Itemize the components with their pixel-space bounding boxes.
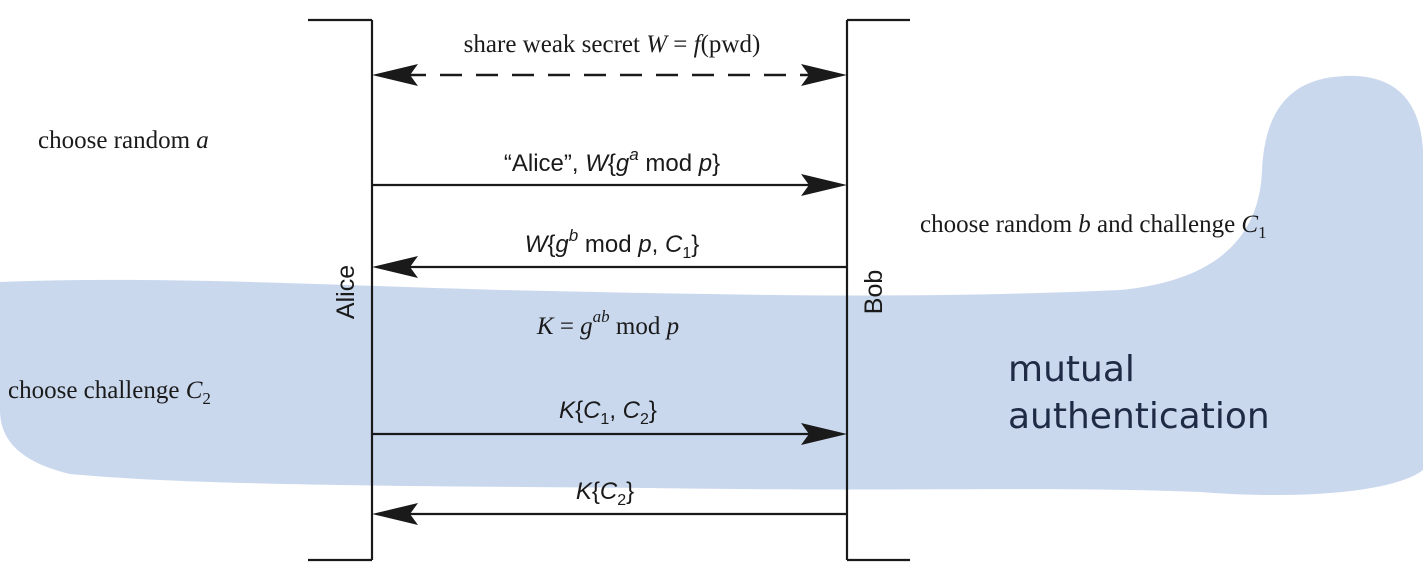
message-3-arrow: [372, 423, 847, 445]
bob-label: Bob: [860, 270, 888, 314]
alice-lifeline: [308, 18, 374, 562]
mutual-authentication-highlight: [0, 75, 1423, 496]
message-1-label: “Alice”, W{ga mod p}: [504, 145, 720, 177]
bob-lifeline: [845, 18, 910, 562]
message-2-arrow: [372, 256, 847, 278]
message-1-arrow: [372, 174, 847, 196]
note-alice-challenge: choose challenge C2: [8, 377, 211, 408]
alice-label: Alice: [332, 265, 360, 319]
message-4-label: K{C2}: [576, 478, 634, 509]
annotation-line-2: authentication: [1008, 396, 1270, 437]
annotation-line-1: mutual: [1008, 349, 1135, 390]
shared-secret-label: share weak secret W = f(pwd): [464, 31, 761, 58]
message-4-arrow: [372, 503, 847, 525]
note-bob-random: choose random b and challenge C1: [920, 211, 1267, 242]
shared-secret-arrow: [372, 64, 847, 86]
note-alice-random: choose random a: [38, 127, 209, 154]
message-2-label: W{gb mod p, C1}: [525, 226, 700, 262]
